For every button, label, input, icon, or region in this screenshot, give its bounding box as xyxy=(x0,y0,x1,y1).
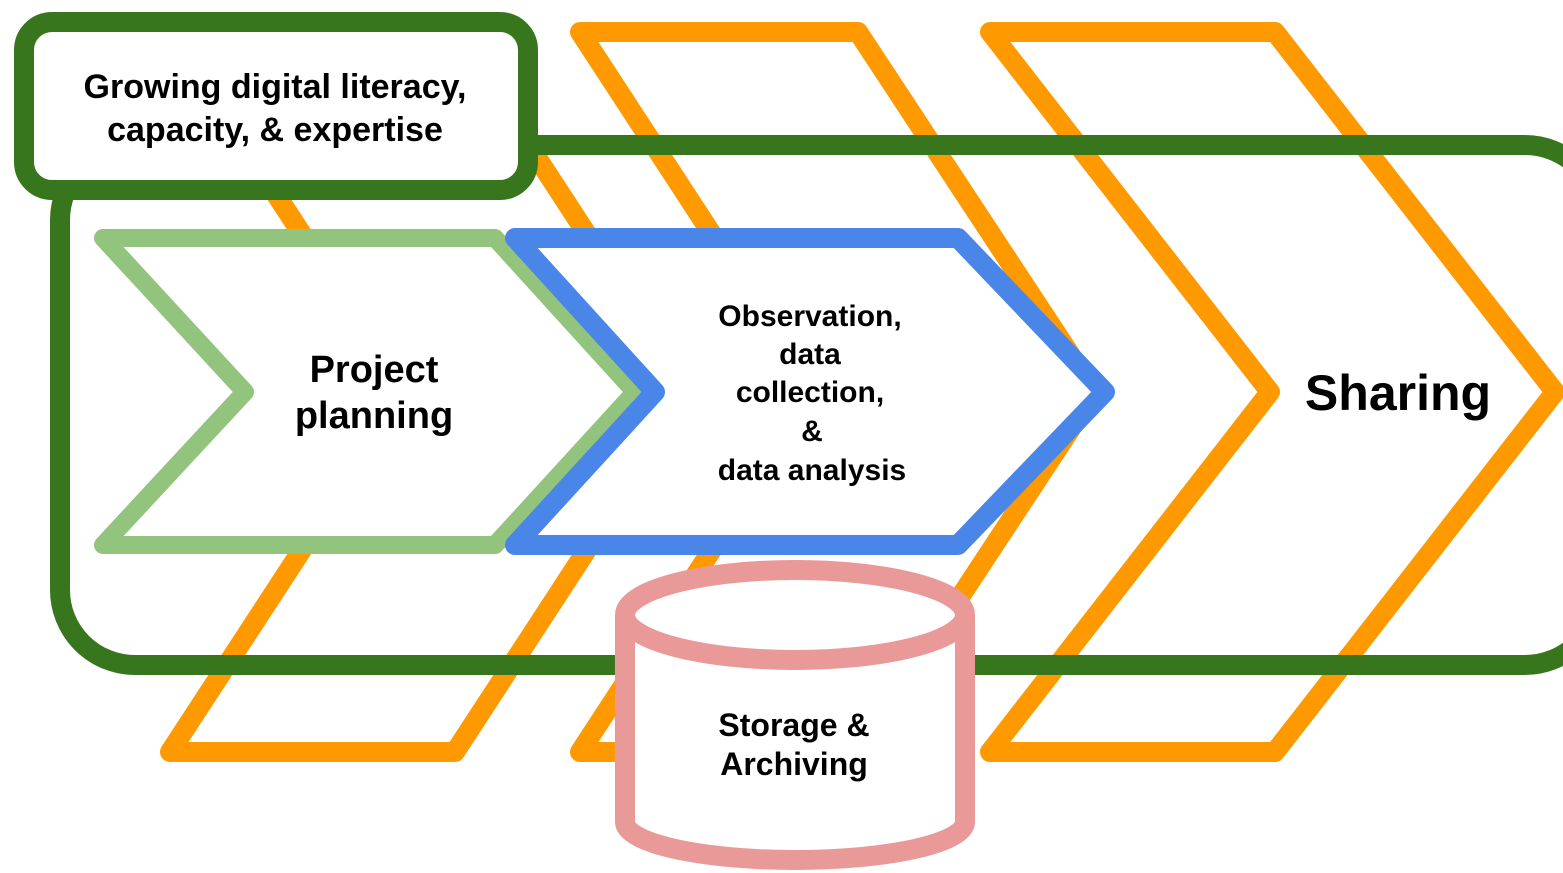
observation-label-line3: collection, xyxy=(736,376,884,409)
planning-chevron xyxy=(94,229,644,554)
planning-label-line2: planning xyxy=(295,395,453,437)
literacy-label-line2: capacity, & expertise xyxy=(107,111,443,149)
planning-label-line1: Project xyxy=(310,349,439,391)
sharing-label: Sharing xyxy=(1305,365,1491,421)
literacy-label-line1: Growing digital literacy, xyxy=(84,68,467,106)
storage-label-line1: Storage & xyxy=(718,707,869,743)
observation-label-line5: data analysis xyxy=(718,454,906,487)
literacy-label-box xyxy=(14,12,538,200)
orange-chevron-sharing xyxy=(980,22,1563,762)
observation-chevron xyxy=(505,228,1115,555)
storage-cylinder xyxy=(615,560,975,870)
observation-label-line1: Observation, xyxy=(718,300,901,333)
observation-label-line2: data xyxy=(779,338,841,371)
storage-cylinder-top xyxy=(615,560,975,670)
storage-label-line2: Archiving xyxy=(720,746,868,782)
literacy-label-box-bg xyxy=(24,22,528,190)
storage-cylinder-body xyxy=(615,615,975,870)
observation-label-line4: & xyxy=(801,415,823,448)
